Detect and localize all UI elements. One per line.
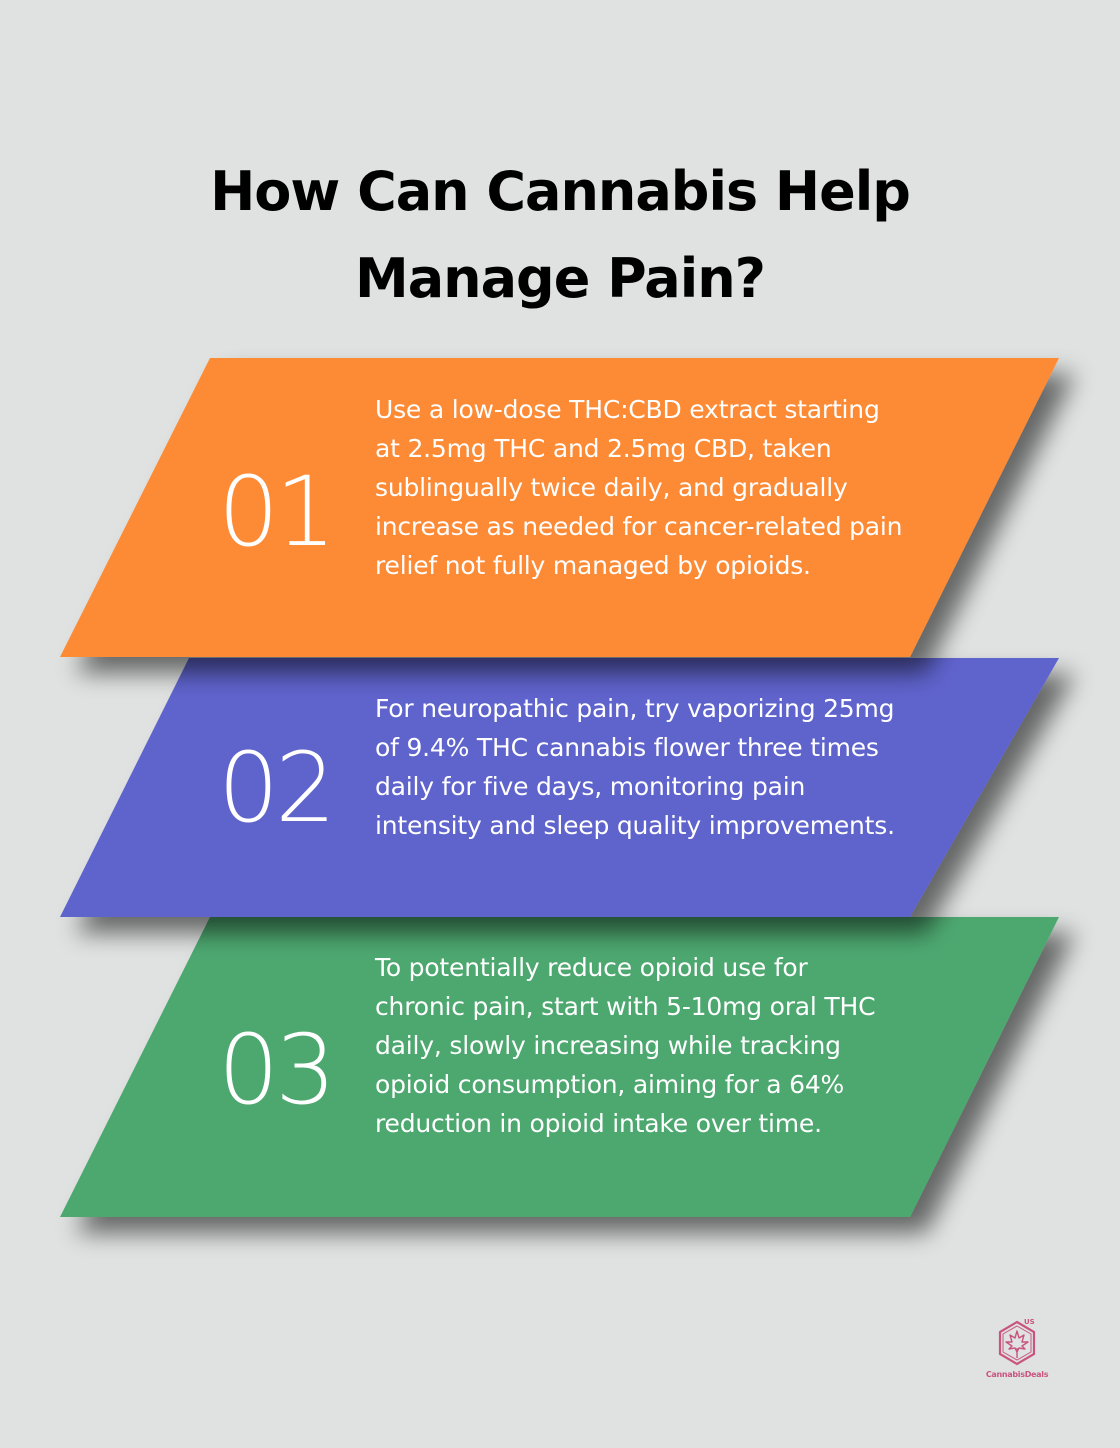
page-title: How Can Cannabis Help Manage Pain? bbox=[0, 148, 1120, 322]
step-1-shape bbox=[60, 358, 1059, 657]
cannabis-leaf-hexagon-icon bbox=[998, 1320, 1036, 1366]
step-description: To potentially reduce opioid use for chr… bbox=[375, 953, 876, 1138]
step-number: 03 bbox=[218, 1014, 336, 1126]
step-2-shape bbox=[60, 658, 1059, 917]
step-description: Use a low-dose THC:CBD extract starting … bbox=[375, 395, 903, 580]
title-line-2: Manage Pain? bbox=[355, 247, 766, 311]
step-number: 02 bbox=[218, 732, 336, 844]
step-number: 01 bbox=[218, 456, 336, 568]
step-description: For neuropathic pain, try vaporizing 25m… bbox=[375, 694, 895, 840]
brand-logo: US CannabisDeals bbox=[982, 1318, 1052, 1384]
logo-badge: US bbox=[1024, 1318, 1035, 1326]
title-line-1: How Can Cannabis Help bbox=[210, 160, 911, 224]
step-3-shape bbox=[60, 917, 1059, 1217]
logo-name: CannabisDeals bbox=[985, 1370, 1049, 1379]
